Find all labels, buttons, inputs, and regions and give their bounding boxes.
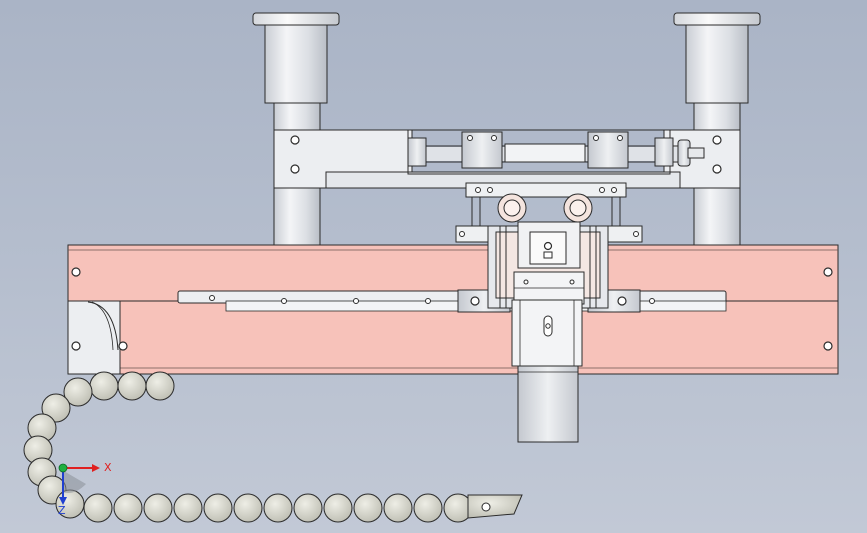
x-axis-arrow-icon bbox=[92, 464, 100, 472]
bolt-left-beam-bottom bbox=[290, 164, 300, 174]
bolt-block-left-b bbox=[491, 135, 497, 141]
chain-end-bracket bbox=[467, 494, 523, 519]
cable-drag-chain bbox=[23, 371, 473, 523]
x-axis-label: X bbox=[104, 461, 112, 474]
chain-link bbox=[89, 371, 119, 401]
bolt-block-right-a bbox=[593, 135, 599, 141]
carriage-top-plate bbox=[465, 182, 627, 198]
left-cylinder-cap bbox=[252, 12, 340, 26]
bolt-block-left-a bbox=[467, 135, 473, 141]
chain-mount-curve bbox=[87, 301, 119, 351]
chain-link bbox=[63, 377, 93, 407]
chain-link bbox=[413, 493, 443, 523]
chain-link bbox=[203, 493, 233, 523]
left-column-assembly bbox=[252, 12, 340, 246]
guide-collar-left bbox=[407, 137, 427, 167]
z-axis-arrow-icon bbox=[59, 497, 67, 505]
rail-end-block-left bbox=[67, 300, 121, 375]
chain-link bbox=[173, 493, 203, 523]
bolt-block-right-b bbox=[617, 135, 623, 141]
chain-link bbox=[383, 493, 413, 523]
chain-link bbox=[145, 371, 175, 401]
chain-link bbox=[117, 371, 147, 401]
right-cylinder-cap bbox=[673, 12, 761, 26]
bolt-rail-left-bottom bbox=[71, 341, 81, 351]
adjust-knob-stem bbox=[687, 147, 705, 159]
z-axis-label: Z bbox=[58, 504, 66, 517]
guide-collar-right bbox=[654, 137, 674, 167]
vertical-arm bbox=[511, 299, 583, 443]
chain-link bbox=[233, 493, 263, 523]
chain-link bbox=[293, 493, 323, 523]
chain-link bbox=[353, 493, 383, 523]
bolt-left-beam-top bbox=[290, 135, 300, 145]
coordinate-triad: X Z bbox=[58, 461, 112, 517]
bolt-rail-right-bottom bbox=[823, 341, 833, 351]
main-linear-rail bbox=[67, 244, 839, 375]
left-cylinder-neck bbox=[264, 24, 328, 104]
bolt-right-beam-bottom bbox=[712, 164, 722, 174]
center-shaft bbox=[504, 143, 586, 163]
chain-link bbox=[113, 493, 143, 523]
center-carriage bbox=[455, 182, 643, 243]
y-axis-dot-icon bbox=[58, 463, 68, 473]
chain-link bbox=[143, 493, 173, 523]
chain-link bbox=[83, 493, 113, 523]
bolt-rail-left-top bbox=[71, 267, 81, 277]
upper-crossbeam bbox=[273, 129, 741, 189]
carriage-plate-assembly bbox=[487, 221, 609, 309]
bolt-rail-right-top bbox=[823, 267, 833, 277]
arm-lower-plate bbox=[517, 365, 579, 443]
chain-link bbox=[323, 493, 353, 523]
chain-link bbox=[41, 393, 71, 423]
right-cylinder-neck bbox=[685, 24, 749, 104]
right-column-assembly bbox=[673, 12, 761, 246]
bolt-right-beam-top bbox=[712, 135, 722, 145]
bolt-rail-chain bbox=[118, 341, 128, 351]
chain-link bbox=[263, 493, 293, 523]
